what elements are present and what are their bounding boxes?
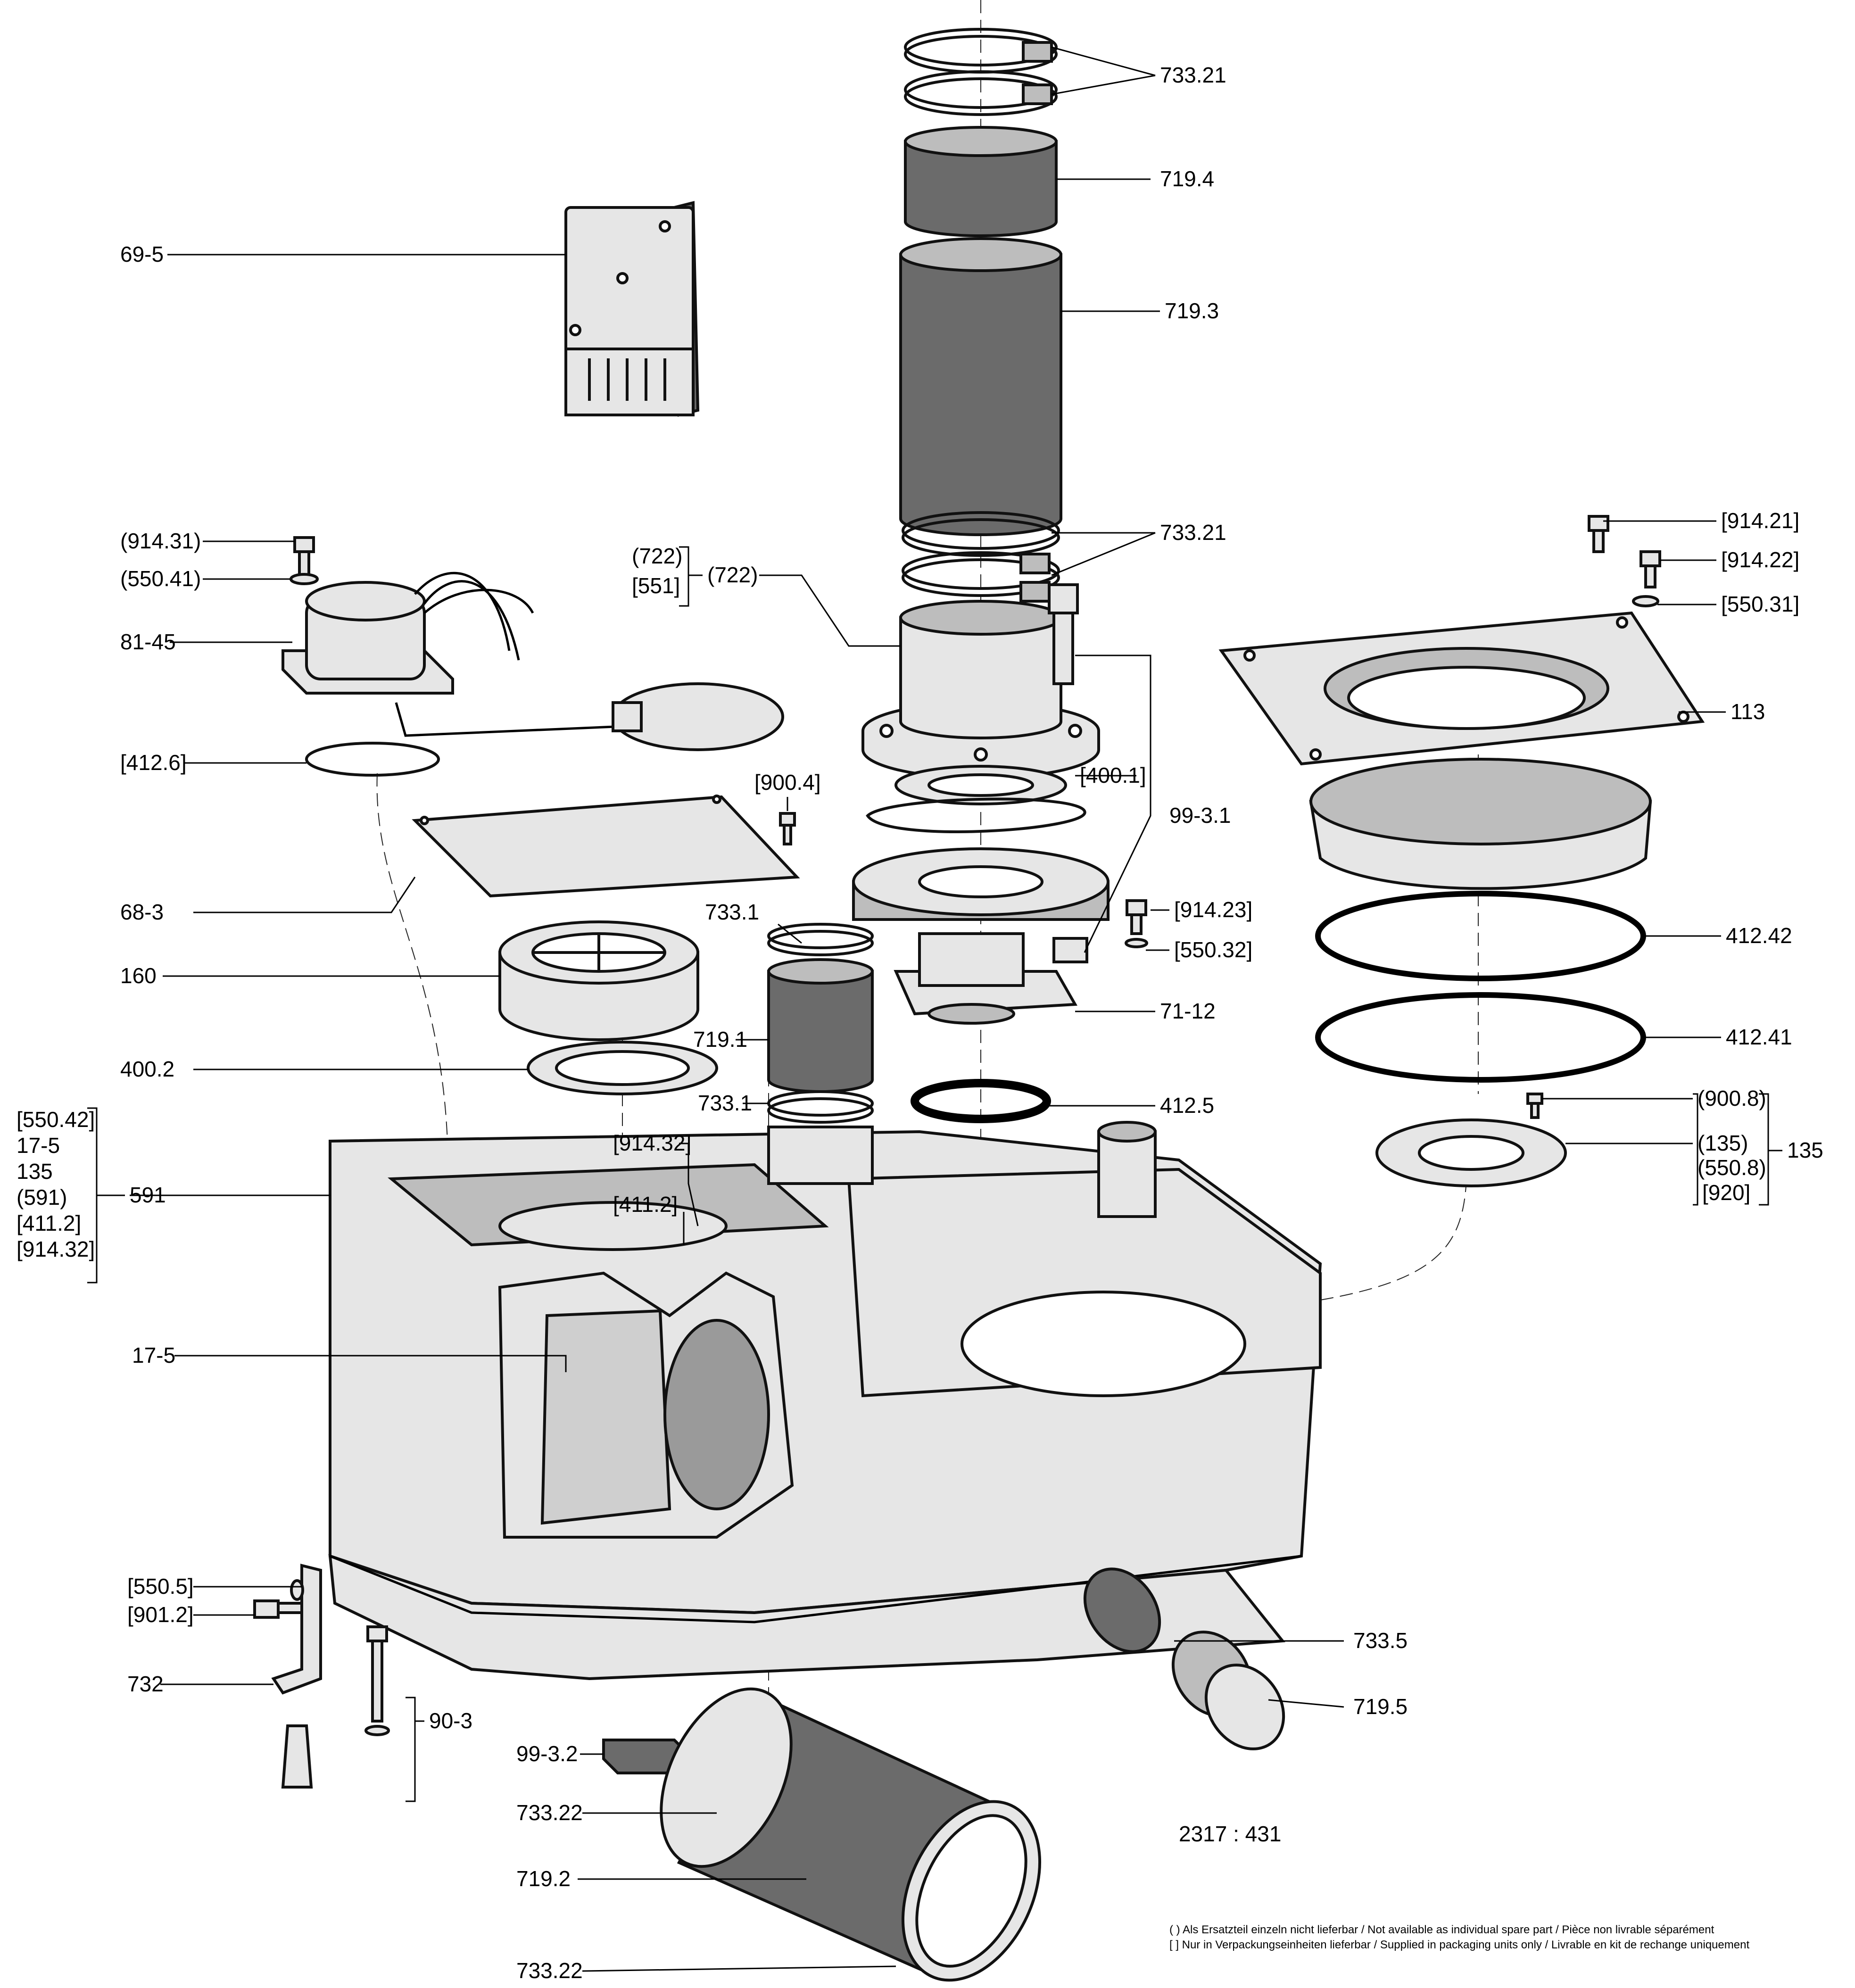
- label-719-4: 719.4: [1160, 166, 1214, 191]
- leader-lines: [87, 46, 1782, 1972]
- label-17-5-list: 17-5: [17, 1133, 60, 1158]
- tank-591: [328, 1121, 1322, 1681]
- label-732: 732: [127, 1672, 164, 1696]
- label-591-round: (591): [17, 1185, 67, 1209]
- label-69-5: 69-5: [120, 242, 164, 266]
- screw-914-21: [1588, 515, 1609, 553]
- label-17-5: 17-5: [132, 1343, 175, 1367]
- filter-basket-160: [498, 920, 699, 1041]
- label-68-3: 68-3: [120, 900, 164, 924]
- label-550-32: [550.32]: [1174, 937, 1252, 962]
- label-719-2: 719.2: [516, 1866, 571, 1891]
- label-412-42: 412.42: [1726, 923, 1792, 948]
- label-914-22: [914.22]: [1721, 547, 1799, 572]
- hose-clamps-733-21-lower: [902, 511, 1060, 603]
- check-valve-71-12: [894, 932, 1078, 1025]
- footnotes: ( ) Als Ersatzteil einzeln nicht lieferb…: [1169, 1923, 1749, 1951]
- label-160: 160: [120, 963, 157, 988]
- footnote-round-brackets: ( ) Als Ersatzteil einzeln nicht lieferb…: [1169, 1923, 1714, 1936]
- label-733-1-lower: 733.1: [698, 1091, 752, 1115]
- hose-719-1: [767, 923, 874, 1124]
- label-914-32-list: [914.32]: [17, 1237, 95, 1261]
- label-722: (722): [707, 563, 758, 587]
- label-99-3-1: 99-3.1: [1169, 803, 1231, 828]
- label-drawing-number: 2317 : 431: [1179, 1822, 1281, 1846]
- flange-pipe-722: [861, 600, 1100, 779]
- screw-914-23: [1052, 899, 1148, 963]
- part-labels: 733.21 719.4 69-5 719.3 (914.31) (550.41…: [17, 63, 1823, 1983]
- screw-914-22: [1640, 550, 1661, 588]
- pipe-nozzle-719-5: [1083, 1567, 1285, 1750]
- label-99-3-2: 99-3.2: [516, 1741, 578, 1766]
- label-900-8: (900.8): [1698, 1086, 1766, 1110]
- screw-914-31: [290, 536, 319, 585]
- label-733-1: 733.1: [705, 900, 759, 924]
- plate-135: [1375, 1118, 1567, 1187]
- label-550-31: [550.31]: [1721, 592, 1799, 616]
- hose-clamps-733-21-top: [904, 28, 1058, 116]
- label-914-31: (914.31): [120, 529, 201, 553]
- label-719-5: 719.5: [1353, 1694, 1408, 1719]
- label-411-2-list: [411.2]: [17, 1211, 81, 1235]
- label-412-6: [412.6]: [120, 750, 187, 775]
- label-400-2: 400.2: [120, 1057, 174, 1081]
- control-box-69-5: [564, 201, 700, 417]
- label-550-5: [550.5]: [127, 1574, 194, 1599]
- label-412-5: 412.5: [1160, 1093, 1214, 1118]
- label-719-1: 719.1: [693, 1027, 747, 1052]
- label-551: [551]: [632, 573, 680, 598]
- screw-900-8: [1526, 1093, 1543, 1119]
- label-411-2: [411.2]: [613, 1192, 678, 1217]
- hose-719-4: [904, 126, 1058, 237]
- flap-housing: [852, 847, 1110, 921]
- label-733-5: 733.5: [1353, 1628, 1408, 1653]
- label-135: 135: [1787, 1138, 1823, 1162]
- label-733-22-lower: 733.22: [516, 1958, 583, 1983]
- label-71-12: 71-12: [1160, 999, 1216, 1023]
- label-550-8: (550.8): [1698, 1155, 1766, 1180]
- label-135-list: 135: [17, 1159, 53, 1184]
- o-ring-412-5: [911, 1079, 1051, 1123]
- label-733-22: 733.22: [516, 1800, 583, 1825]
- gasket-400-1: [866, 765, 1086, 833]
- screw-900-4: [779, 812, 796, 845]
- label-81-45: 81-45: [120, 630, 176, 654]
- label-914-21: [914.21]: [1721, 508, 1799, 533]
- lid-113: [1218, 611, 1705, 890]
- bolt-99-3-1: [1048, 583, 1079, 685]
- float-switch-81-45: [282, 572, 784, 751]
- label-550-42: [550.42]: [17, 1107, 95, 1132]
- o-ring-412-6: [305, 742, 440, 777]
- hose-719-3: [899, 237, 1062, 536]
- label-900-4: [900.4]: [754, 770, 821, 795]
- bracket-732: [253, 1564, 322, 1695]
- o-ring-412-41: [1315, 992, 1646, 1083]
- label-135-round: (135): [1698, 1131, 1748, 1155]
- label-90-3: 90-3: [429, 1708, 472, 1733]
- label-733-21-lower: 733.21: [1160, 520, 1226, 545]
- gasket-400-2: [527, 1041, 718, 1095]
- washer-550-31: [1632, 595, 1659, 607]
- label-722-bracket: (722): [632, 544, 682, 568]
- hose-719-2: [660, 1687, 1042, 1982]
- label-591: 591: [130, 1183, 166, 1207]
- screw-90-3: [281, 1625, 390, 1789]
- label-901-2: [901.2]: [127, 1602, 194, 1627]
- label-719-3: 719.3: [1165, 298, 1219, 323]
- footnote-square-brackets: [ ] Nur in Verpackungseinheiten lieferba…: [1169, 1938, 1749, 1951]
- label-550-41: (550.41): [120, 566, 201, 591]
- label-914-23: [914.23]: [1174, 897, 1252, 922]
- label-733-21: 733.21: [1160, 63, 1226, 87]
- label-920: [920]: [1702, 1180, 1750, 1205]
- label-400-1: [400.1]: [1080, 763, 1146, 787]
- label-113: 113: [1731, 699, 1765, 724]
- cover-plate-68-3: [412, 795, 800, 898]
- label-914-32: [914.32]: [613, 1131, 691, 1155]
- o-ring-412-42: [1315, 891, 1646, 981]
- label-412-41: 412.41: [1726, 1025, 1792, 1049]
